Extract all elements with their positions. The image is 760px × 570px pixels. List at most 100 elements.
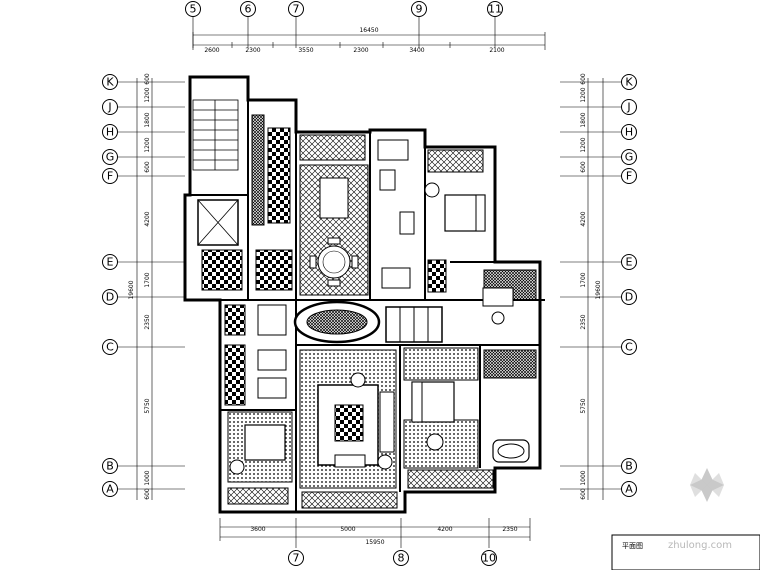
axis-left-H-label: H	[106, 126, 114, 139]
stair-core	[192, 99, 239, 246]
axis-left-C: C	[102, 339, 118, 355]
axis-right-H: H	[621, 124, 637, 140]
axis-right-J: J	[621, 99, 637, 115]
axis-top-5-label: 5	[190, 3, 197, 16]
axis-left-E-label: E	[107, 256, 114, 269]
axis-left-B-label: B	[106, 460, 114, 473]
axis-left-E: E	[102, 254, 118, 270]
dim-left-6: 4200	[144, 211, 151, 226]
dim-right-3: 1800	[580, 112, 587, 127]
dimension-top	[192, 32, 546, 50]
axis-top-11: 11	[487, 1, 503, 48]
axis-right-E-label: E	[626, 256, 633, 269]
dim-top-5: 3400	[409, 47, 424, 54]
dim-bottom-4: 2350	[502, 526, 517, 533]
axis-top-11-label: 11	[488, 3, 502, 16]
axis-right-K-label: K	[625, 76, 633, 89]
axis-bottom-8-label: 8	[398, 552, 405, 565]
dim-top-3: 3550	[298, 47, 313, 54]
living-room-furniture	[317, 372, 395, 470]
dim-right-11: 600	[580, 488, 587, 500]
axis-left-F-label: F	[107, 170, 113, 183]
study-furniture	[482, 287, 514, 325]
axis-left-D: D	[102, 289, 118, 305]
axis-right-C-label: C	[625, 341, 633, 354]
axis-right-F: F	[621, 168, 637, 184]
dim-bottom-1: 3600	[250, 526, 265, 533]
dining-table	[309, 177, 359, 287]
axis-right-B-label: B	[625, 460, 633, 473]
watermark-logo	[690, 468, 724, 502]
axis-right-H-label: H	[625, 126, 633, 139]
bedroom-bed-upper	[424, 182, 486, 232]
dim-left-7: 1700	[144, 272, 151, 287]
axis-right-A: A	[621, 481, 637, 497]
axis-right-A-label: A	[625, 483, 633, 496]
dim-left-total: 19600	[128, 280, 135, 299]
bedroom-bed-master	[411, 381, 455, 451]
dimension-bottom	[219, 518, 531, 548]
axis-right-J-label: J	[626, 101, 630, 114]
bathroom-fixtures	[257, 139, 415, 399]
bathtub	[492, 439, 530, 463]
axis-top-9: 9	[411, 1, 427, 48]
dim-left-11: 600	[144, 488, 151, 500]
watermark-text: zhulong.com	[668, 540, 732, 551]
title-block: 平面图	[611, 534, 760, 570]
dim-right-10: 1000	[580, 470, 587, 485]
axis-left-D-label: D	[106, 291, 114, 304]
dim-left-3: 1800	[144, 112, 151, 127]
axis-right-E: E	[621, 254, 637, 270]
axis-right-group	[560, 78, 622, 500]
dim-left-5: 600	[144, 161, 151, 173]
axis-right-G-label: G	[625, 151, 634, 164]
axis-left-G-label: G	[106, 151, 115, 164]
dim-left-10: 1000	[144, 470, 151, 485]
dim-top-6: 2100	[489, 47, 504, 54]
axis-left-F: F	[102, 168, 118, 184]
axis-left-B: B	[102, 458, 118, 474]
axis-right-F-label: F	[626, 170, 632, 183]
dim-right-6: 4200	[580, 211, 587, 226]
axis-left-J: J	[102, 99, 118, 115]
dim-left-1: 600	[144, 73, 151, 85]
axis-bottom-10: 10	[481, 550, 497, 566]
dim-left-4: 1200	[144, 137, 151, 152]
axis-top-6: 6	[240, 1, 256, 48]
oval-feature	[293, 300, 381, 344]
axis-left-G: G	[102, 149, 118, 165]
dim-right-5: 600	[580, 161, 587, 173]
dim-right-9: 5750	[580, 398, 587, 413]
dim-top-4: 2300	[353, 47, 368, 54]
dim-left-9: 5750	[144, 398, 151, 413]
axis-left-K: K	[102, 74, 118, 90]
dim-bottom-total: 15950	[365, 539, 384, 546]
axis-bottom-10-label: 10	[482, 552, 496, 565]
dim-right-total: 19600	[595, 280, 602, 299]
axis-left-K-label: K	[106, 76, 114, 89]
dim-right-7: 1700	[580, 272, 587, 287]
axis-left-A-label: A	[106, 483, 114, 496]
dim-top-1: 2600	[204, 47, 219, 54]
dim-right-1: 600	[580, 73, 587, 85]
wardrobe	[385, 306, 443, 343]
axis-right-C: C	[621, 339, 637, 355]
axis-top-9-label: 9	[416, 3, 423, 16]
axis-top-7: 7	[288, 1, 304, 48]
axis-top-6-label: 6	[245, 3, 252, 16]
dim-top-total: 16450	[359, 27, 378, 34]
axis-right-K: K	[621, 74, 637, 90]
dim-right-2: 1200	[580, 87, 587, 102]
axis-left-J-label: J	[107, 101, 111, 114]
title-block-text: 平面图	[622, 542, 643, 550]
dim-bottom-2: 5000	[340, 526, 355, 533]
axis-right-D-label: D	[625, 291, 633, 304]
axis-bottom-8: 8	[393, 550, 409, 566]
bedroom-bed-lower	[229, 424, 286, 475]
axis-bottom-7-label: 7	[293, 552, 300, 565]
axis-left-A: A	[102, 481, 118, 497]
axis-left-group	[118, 78, 185, 500]
axis-bottom-7: 7	[288, 550, 304, 566]
axis-right-D: D	[621, 289, 637, 305]
